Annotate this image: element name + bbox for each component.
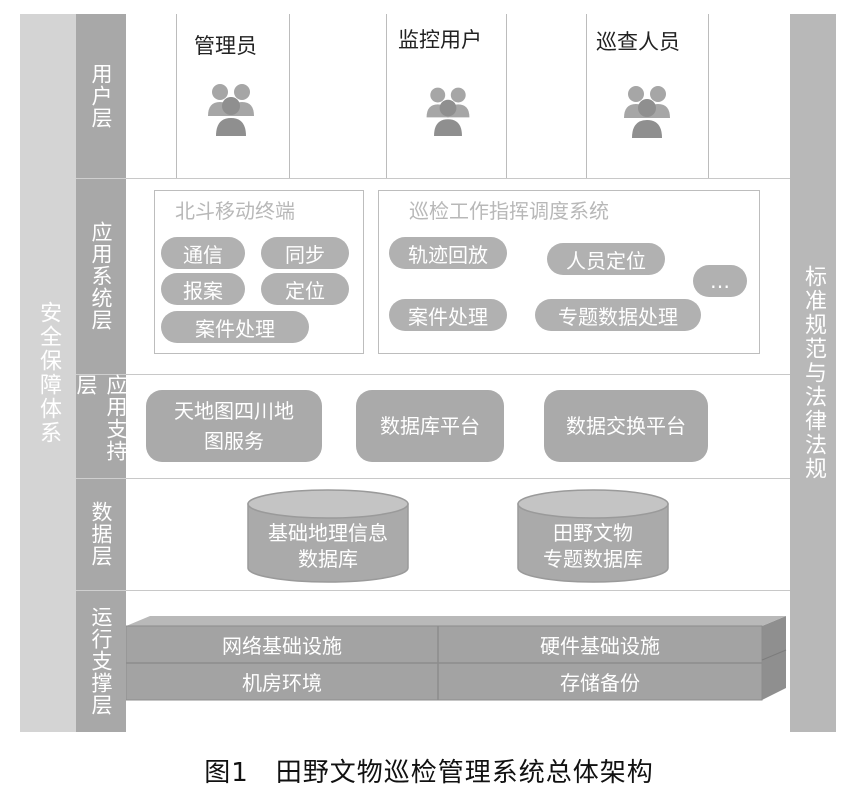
app-system-layer-label: 应用系统层 — [89, 221, 113, 331]
user-spacer — [289, 14, 387, 178]
ops-support-layer-label-box: 运行支撑层 — [76, 590, 126, 732]
standards-column: 标准规范与法律法规 — [790, 14, 836, 732]
layers-content: 管理员 监控用户 巡查人员 北斗移 — [126, 14, 790, 732]
app-support-layer-label: 应用支持层 — [74, 374, 128, 462]
relic-database-line2: 专题数据库 — [543, 547, 643, 571]
layer-labels-column: 用户层 应用系统层 应用支持层 数据层 运行支撑层 — [74, 14, 128, 732]
dispatch-title: 巡检工作指挥调度系统 — [409, 199, 609, 223]
app-system-layer: 北斗移动终端 通信 同步 报案 定位 案件处理 巡检工作指挥调度系统 轨迹回放 … — [126, 178, 790, 375]
user-card-admin — [176, 14, 290, 178]
patrol-staff-label: 巡查人员 — [596, 30, 680, 54]
geo-database-line1: 基础地理信息 — [268, 521, 388, 545]
infrastructure-block — [126, 616, 787, 701]
pill-sync: 同步 — [261, 237, 349, 269]
security-system-label: 安全保障体系 — [36, 301, 61, 445]
user-card-monitor — [386, 14, 507, 178]
pill-case-handling: 案件处理 — [161, 311, 309, 343]
relic-database-cylinder — [517, 489, 669, 583]
pill-positioning: 定位 — [261, 273, 349, 305]
map-service-line1: 天地图四川地 — [174, 399, 294, 423]
pill-staff-positioning: 人员定位 — [547, 243, 665, 275]
data-exchange-box: 数据交换平台 — [544, 390, 708, 462]
pill-track-playback: 轨迹回放 — [389, 237, 507, 269]
user-spacer — [708, 14, 791, 178]
user-group-icon — [624, 86, 670, 138]
user-layer: 管理员 监控用户 巡查人员 — [126, 14, 790, 179]
pill-communication: 通信 — [161, 237, 245, 269]
ops-support-layer-label: 运行支撑层 — [89, 606, 113, 716]
user-layer-label: 用户层 — [89, 63, 113, 129]
dispatch-system-group: 巡检工作指挥调度系统 轨迹回放 人员定位 … 案件处理 专题数据处理 — [378, 190, 760, 354]
relic-database-label: 田野文物 专题数据库 — [516, 520, 670, 572]
map-service-line2: 图服务 — [204, 429, 264, 453]
relic-database-line1: 田野文物 — [553, 521, 633, 545]
map-service-box: 天地图四川地 图服务 — [146, 390, 322, 462]
machine-room: 机房环境 — [242, 671, 322, 695]
user-spacer — [506, 14, 587, 178]
storage-backup: 存储备份 — [560, 671, 640, 695]
user-group-icon — [426, 87, 470, 136]
user-layer-label-box: 用户层 — [76, 14, 126, 179]
monitor-user-label: 监控用户 — [398, 28, 482, 52]
pill-report: 报案 — [161, 273, 245, 305]
app-support-layer: 天地图四川地 图服务 数据库平台 数据交换平台 — [126, 374, 790, 479]
user-group-icon — [208, 84, 254, 136]
data-layer-label-box: 数据层 — [76, 478, 126, 591]
user-card-patrol — [586, 14, 709, 178]
pill-more: … — [693, 265, 747, 297]
admin-label: 管理员 — [194, 34, 257, 58]
app-system-layer-label-box: 应用系统层 — [76, 178, 126, 375]
ops-support-layer: 网络基础设施 硬件基础设施 机房环境 存储备份 — [126, 590, 790, 732]
network-infrastructure: 网络基础设施 — [222, 634, 342, 658]
security-system-column: 安全保障体系 — [20, 14, 76, 732]
pill-thematic-data: 专题数据处理 — [535, 299, 701, 331]
hardware-infrastructure: 硬件基础设施 — [540, 634, 660, 658]
standards-label: 标准规范与法律法规 — [801, 265, 826, 481]
pill-case-handling-2: 案件处理 — [389, 299, 507, 331]
geo-database-line2: 数据库 — [298, 547, 358, 571]
database-platform-box: 数据库平台 — [356, 390, 504, 462]
beidou-title: 北斗移动终端 — [175, 199, 295, 223]
data-layer: 基础地理信息 数据库 田野文物 专题数据库 — [126, 478, 790, 591]
app-support-layer-label-box: 应用支持层 — [74, 374, 128, 479]
geo-database-cylinder — [247, 489, 409, 583]
geo-database-label: 基础地理信息 数据库 — [246, 520, 410, 572]
data-layer-label: 数据层 — [89, 501, 113, 567]
figure-caption: 图1 田野文物巡检管理系统总体架构 — [204, 758, 654, 788]
beidou-terminal-group: 北斗移动终端 通信 同步 报案 定位 案件处理 — [154, 190, 364, 354]
